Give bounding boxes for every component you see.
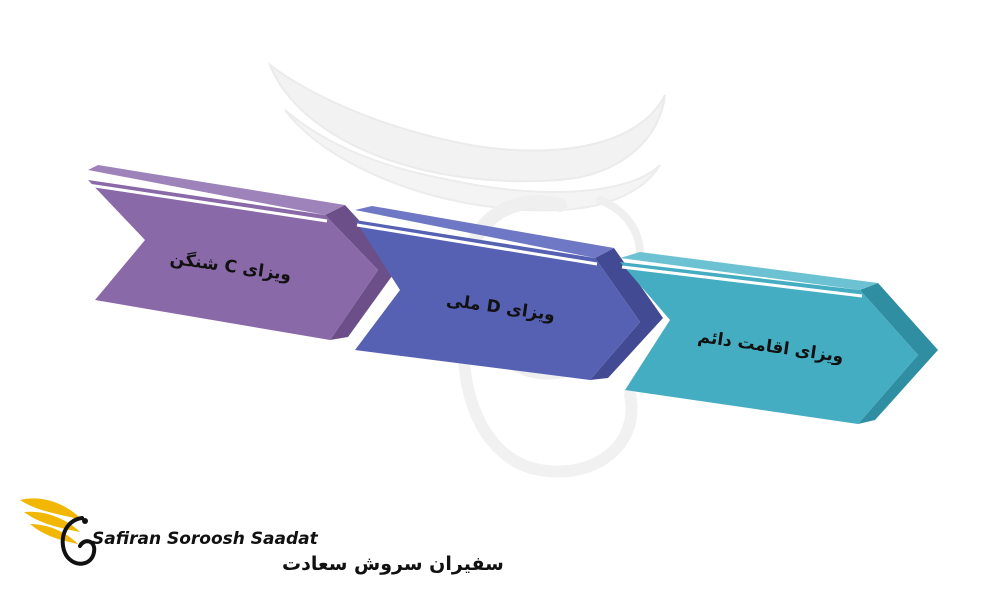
step-national-d-highlight: [356, 223, 598, 266]
step-schengen-c-arrow: [88, 180, 378, 340]
logo-persian-name: سفیران سروش سعادت: [282, 553, 504, 575]
step-national-d: ویزای D ملی: [355, 206, 663, 380]
company-logo: Safiran Soroosh Saadat سفیران سروش سعادت: [20, 498, 504, 575]
logo-latin-name: Safiran Soroosh Saadat: [92, 529, 319, 549]
step-permanent-residence-arrow: [620, 262, 918, 424]
step-schengen-c-top: [88, 165, 345, 215]
step-schengen-c: ویزای C شنگن: [87, 165, 400, 340]
step-national-d-top: [355, 206, 614, 258]
wing-logo-icon: [20, 498, 97, 566]
step-permanent-residence-top: [620, 252, 878, 290]
step-permanent-residence: ویزای اقامت دائم: [620, 252, 938, 424]
step-permanent-residence-side: [858, 283, 938, 424]
step-national-d-side: [590, 248, 663, 380]
step-permanent-residence-highlight: [621, 265, 863, 298]
step-schengen-c-side: [325, 205, 400, 340]
step-schengen-c-highlight: [87, 183, 328, 223]
